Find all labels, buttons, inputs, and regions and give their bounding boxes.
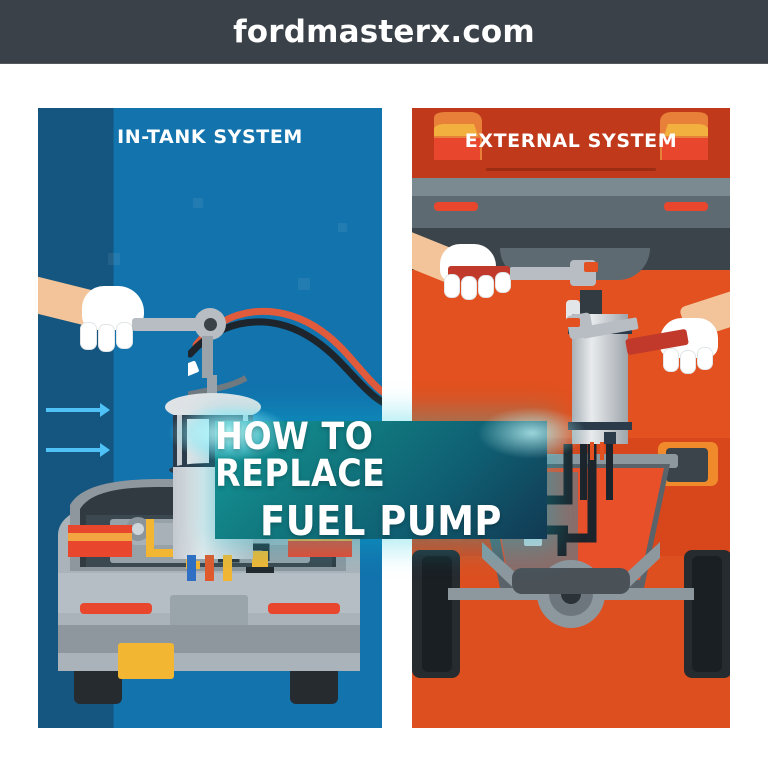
glove-finger: [461, 276, 477, 300]
site-header: fordmasterx.com: [0, 0, 768, 64]
bg-square: [108, 253, 120, 265]
gloved-hand-right-with-wrench: [564, 281, 730, 390]
pump-wire-orange: [590, 442, 594, 460]
glove-finger: [680, 350, 696, 374]
pump-outlet-orange: [205, 555, 214, 581]
flow-arrow: [46, 403, 110, 417]
glove-finger: [495, 272, 511, 293]
open-end-wrench-icon: [510, 267, 578, 280]
wrench-jaw-gap: [566, 318, 580, 327]
banner-line-1: HOW TO REPLACE: [215, 415, 386, 495]
glove-finger: [697, 347, 713, 370]
pump-inner-body: [187, 419, 209, 465]
glove-finger: [98, 324, 115, 352]
glove-finger: [663, 348, 679, 372]
pump-band-bottom: [568, 422, 632, 430]
pump-wire-orange: [600, 442, 604, 460]
pump-outlet-blue: [187, 555, 196, 581]
bg-square: [298, 278, 310, 290]
flow-arrow: [46, 443, 110, 457]
pump-outlet-yellow: [223, 555, 232, 581]
ratchet-wrench-icon: [132, 318, 214, 331]
wrench-jaw-gap: [584, 262, 598, 272]
gloved-hand-with-ratchet: [38, 272, 226, 386]
bg-square: [338, 223, 347, 232]
infographic-stage: IN-TANK SYSTEM: [0, 64, 768, 768]
pump-rail: [177, 415, 182, 473]
pump-hose-right: [606, 444, 613, 500]
glove-finger: [478, 275, 494, 298]
panel-left-title: IN-TANK SYSTEM: [117, 126, 303, 148]
glove-finger: [444, 274, 460, 298]
bg-square: [193, 198, 203, 208]
ratchet-extension: [202, 336, 213, 378]
panel-right-title: EXTERNAL SYSTEM: [464, 130, 678, 152]
pump-stem: [207, 375, 217, 403]
pump-hose-left: [580, 444, 587, 500]
glove-finger: [80, 322, 97, 350]
pump-inlet-fitting: [580, 290, 602, 318]
banner-line-2: FUEL PUMP: [260, 497, 502, 545]
site-domain-label: fordmasterx.com: [233, 13, 535, 50]
pump-label: [604, 432, 616, 444]
gloved-hand-left-with-wrench: [412, 226, 604, 320]
ratchet-socket: [204, 318, 217, 331]
truck-tailgate-illustration: [412, 108, 730, 228]
title-banner: HOW TO REPLACE FUEL PUMP: [169, 405, 587, 545]
glove-finger: [116, 322, 133, 349]
